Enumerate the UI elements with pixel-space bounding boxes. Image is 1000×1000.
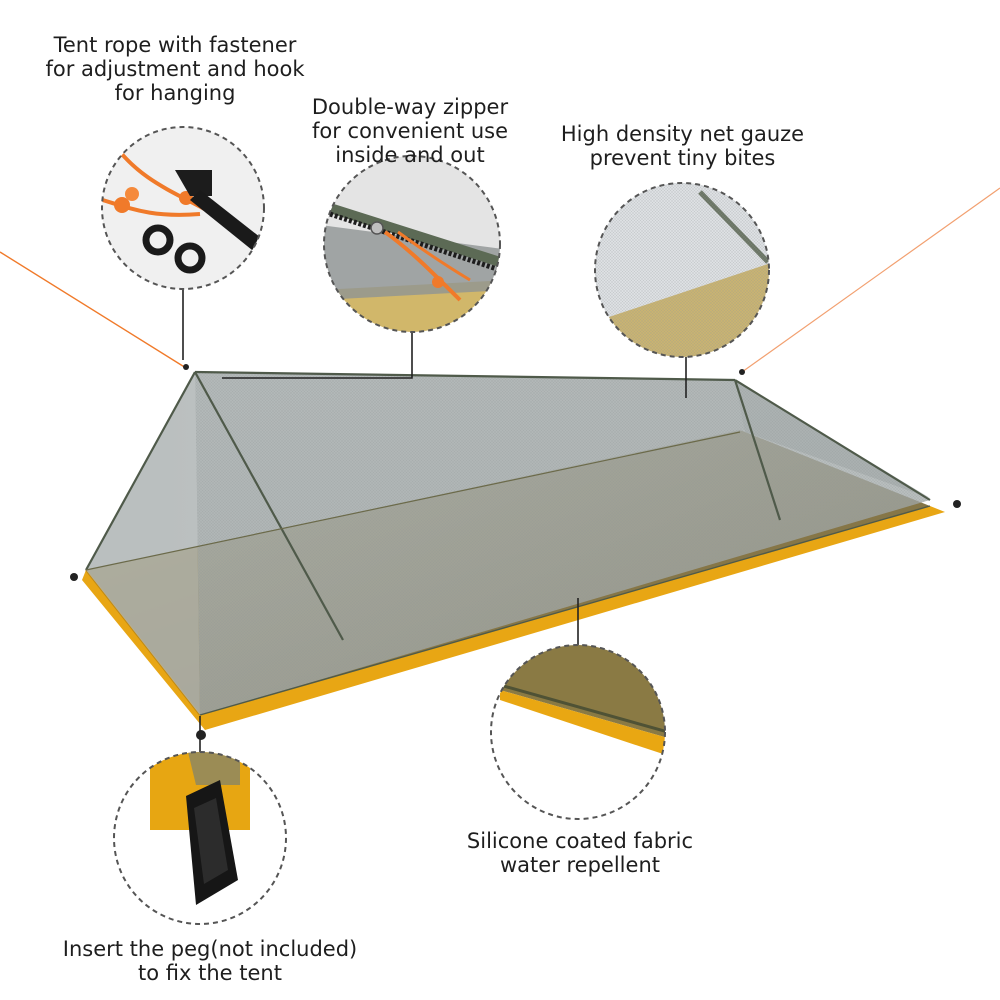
right-guy-rope bbox=[741, 187, 1000, 373]
rope-hook-icon bbox=[102, 127, 264, 289]
net-caption-line-1: High density net gauze bbox=[560, 122, 805, 146]
zipper-caption-line-2: for convenient use bbox=[311, 119, 509, 143]
rope-caption-line-1: Tent rope with fastener bbox=[53, 33, 297, 57]
zipper-caption: Double-way zipper for convenient use ins… bbox=[290, 95, 530, 167]
zipper-caption-line-1: Double-way zipper bbox=[311, 95, 509, 119]
zipper-caption-line-3: inside and out bbox=[335, 143, 485, 167]
leader-lines bbox=[182, 289, 687, 752]
rope-caption: Tent rope with fastener for adjustment a… bbox=[20, 33, 330, 105]
rope-caption-line-2: for adjustment and hook bbox=[45, 57, 305, 81]
tent-end-mesh bbox=[86, 372, 200, 715]
peg-caption-line-2: to fix the tent bbox=[138, 961, 282, 985]
fabric-caption-line-2: water repellent bbox=[500, 853, 660, 877]
fabric-caption-line-1: Silicone coated fabric bbox=[466, 829, 694, 853]
corner-loops bbox=[70, 364, 961, 740]
fabric-icon bbox=[491, 645, 665, 819]
net-caption-line-2: prevent tiny bites bbox=[589, 146, 776, 170]
peg-loop-icon bbox=[114, 752, 286, 924]
tent-floor-edge bbox=[82, 506, 945, 730]
rope-caption-line-3: for hanging bbox=[114, 81, 236, 105]
mesh-icon bbox=[595, 183, 769, 357]
zipper-icon bbox=[324, 156, 500, 332]
peg-caption-line-1: Insert the peg(not included) bbox=[62, 937, 358, 961]
peg-caption: Insert the peg(not included) to fix the … bbox=[40, 937, 380, 985]
net-caption: High density net gauze prevent tiny bite… bbox=[540, 122, 825, 170]
left-guy-rope bbox=[0, 251, 187, 369]
fabric-caption: Silicone coated fabric water repellent bbox=[440, 829, 720, 877]
tent-seams bbox=[85, 370, 931, 716]
